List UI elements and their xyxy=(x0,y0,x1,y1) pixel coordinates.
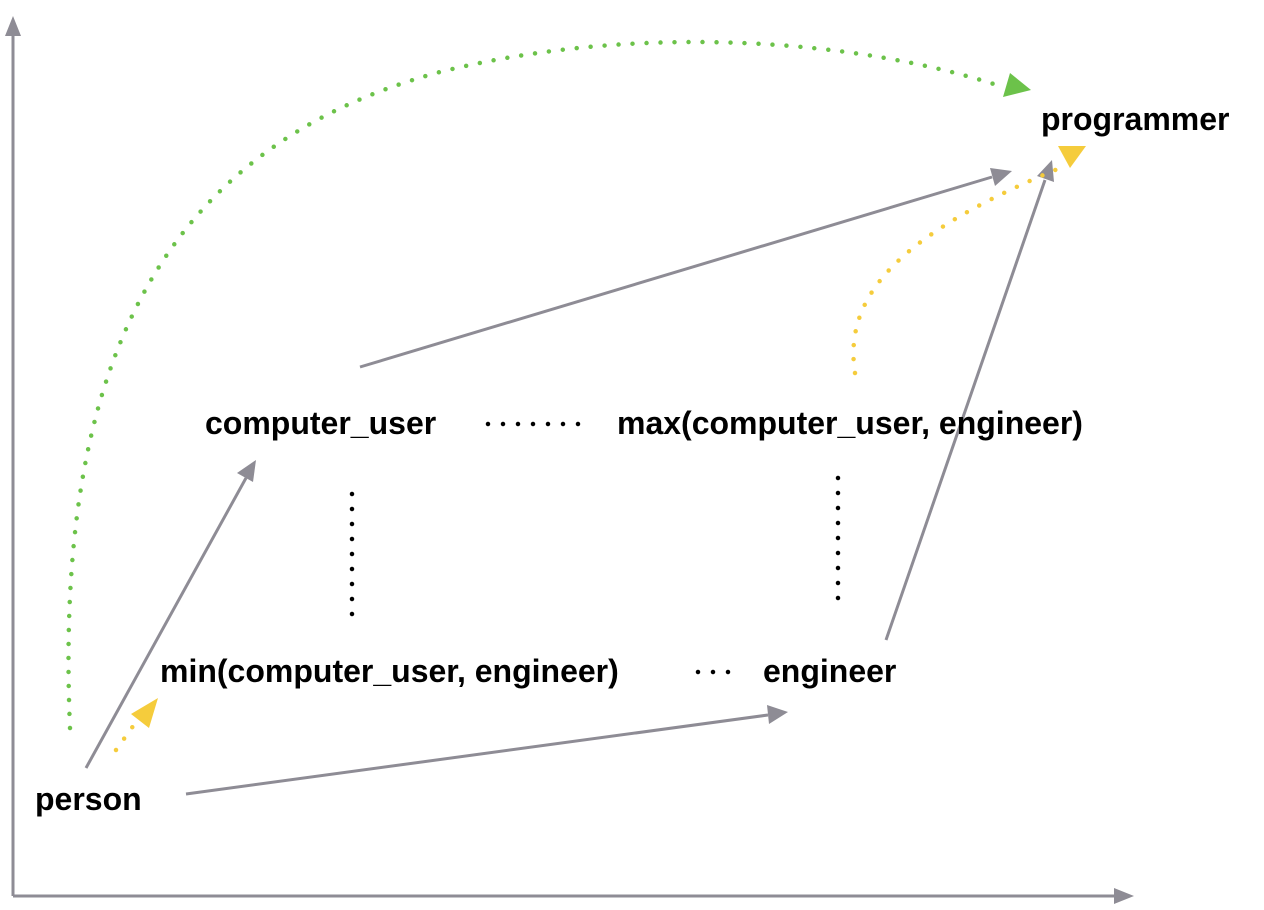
arrow-person-to-engineer xyxy=(185,713,769,796)
yellow-paths xyxy=(113,146,1086,753)
node-labels: programmer computer_user max(computer_us… xyxy=(35,101,1230,817)
dotted-links xyxy=(349,421,841,675)
x-axis-arrowhead xyxy=(1114,888,1134,904)
green-path xyxy=(66,39,1031,731)
arrow-engineer-to-programmer xyxy=(884,179,1047,641)
yellow-arrowhead-programmer xyxy=(1058,146,1086,168)
yellow-arrowhead-min xyxy=(131,698,158,728)
green-dotted-arc xyxy=(66,39,1003,731)
arrow-computer-user-to-programmer xyxy=(359,175,993,369)
axes xyxy=(5,16,1134,904)
y-axis-arrowhead xyxy=(5,16,21,36)
yellow-dotted-person-to-min xyxy=(113,719,139,753)
arrow-person-to-computer-user xyxy=(84,477,248,769)
arrowhead-engineer xyxy=(767,705,788,724)
node-max: max(computer_user, engineer) xyxy=(617,405,1083,441)
arrowhead-computer-user xyxy=(237,460,256,482)
gray-arrows xyxy=(84,160,1054,796)
node-programmer: programmer xyxy=(1041,101,1230,137)
node-person: person xyxy=(35,781,142,817)
yellow-dotted-max-to-programmer xyxy=(851,165,1063,376)
arrowhead-programmer-from-engineer xyxy=(1037,160,1054,182)
green-arrowhead xyxy=(1003,73,1031,97)
node-min: min(computer_user, engineer) xyxy=(160,653,619,689)
node-engineer: engineer xyxy=(763,653,896,689)
arrowhead-programmer-from-computer-user xyxy=(990,168,1012,186)
node-computer-user: computer_user xyxy=(205,405,436,441)
